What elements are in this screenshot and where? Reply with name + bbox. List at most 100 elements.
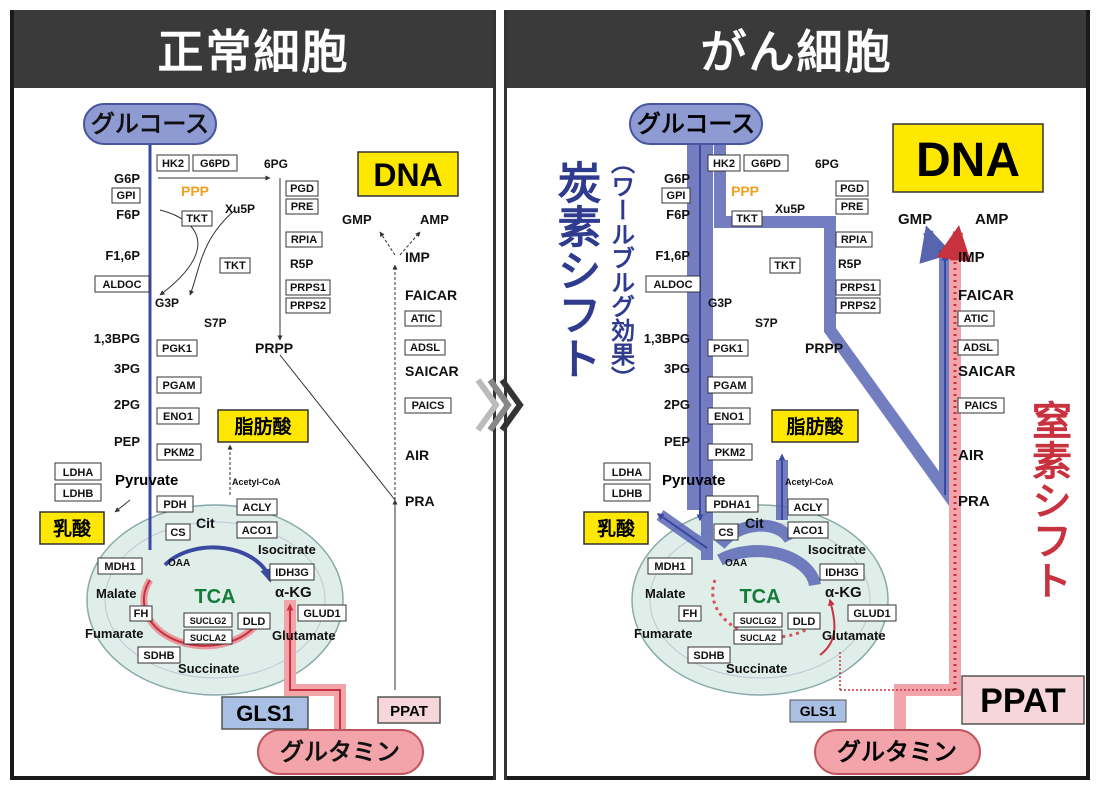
enzyme-pdh: PDH xyxy=(163,499,186,511)
bpg-label: 1,3BPG xyxy=(94,331,140,346)
glucose-node xyxy=(83,103,217,145)
enzyme-sdhb-cancer: SDHB xyxy=(693,650,724,662)
enzyme-pgam: PGAM xyxy=(163,380,196,392)
glutamine-label: グルタミン xyxy=(280,739,400,766)
enzyme-hk2-cancer: HK2 xyxy=(713,158,735,170)
succinate-label-cancer: Succinate xyxy=(726,661,787,676)
enzyme-g6pd-cancer: G6PD xyxy=(751,158,781,170)
pg3-label: 3PG xyxy=(114,361,140,376)
lactate-box-cancer xyxy=(583,511,649,545)
gmp-label-cancer: GMP xyxy=(898,211,932,228)
enzyme-pgk1-cancer: PGK1 xyxy=(713,343,743,355)
prpp-label-cancer: PRPP xyxy=(805,340,843,356)
amp-label-cancer: AMP xyxy=(975,211,1008,228)
warburg-effect-label: （ワールブルグ効果） xyxy=(607,150,635,390)
acetylcoa-label-cancer: Acetyl-CoA xyxy=(785,477,834,487)
enzyme-rpia: RPIA xyxy=(291,234,317,246)
ppp-label: PPP xyxy=(181,183,209,199)
pep-label-cancer: PEP xyxy=(664,434,690,449)
enzyme-cs-cancer: CS xyxy=(718,527,733,539)
enzyme-rpia-cancer: RPIA xyxy=(841,234,867,246)
enzyme-tkt-2: TKT xyxy=(224,260,246,272)
ppat-box-cancer xyxy=(961,675,1085,725)
f16p-label: F1,6P xyxy=(105,248,140,263)
s7p-label-cancer: S7P xyxy=(755,316,778,330)
enzyme-pkm2-cancer: PKM2 xyxy=(715,447,746,459)
dna-label-cancer: DNA xyxy=(916,134,1020,187)
transition-chevrons xyxy=(475,378,524,432)
imp-label: IMP xyxy=(405,249,430,265)
enzyme-g6pd: G6PD xyxy=(200,158,230,170)
carbon-shift-label: 炭素シフト xyxy=(551,160,602,380)
s7p-label: S7P xyxy=(204,316,227,330)
enzyme-suclg2: SUCLG2 xyxy=(190,616,227,626)
fatty-acid-label-cancer: 脂肪酸 xyxy=(786,415,844,438)
r5p-label: R5P xyxy=(290,257,313,271)
ppp-label-cancer: PPP xyxy=(731,183,759,199)
normal-cell-panel: グルコース グルタミン DNA 脂肪酸 乳酸 GLS1 PPAT TCA PPP… xyxy=(39,103,459,775)
enzyme-aco1-cancer: ACO1 xyxy=(793,525,824,537)
air-label: AIR xyxy=(405,447,429,463)
enzyme-fh-cancer: FH xyxy=(683,608,698,620)
enzyme-mdh1: MDH1 xyxy=(104,561,135,573)
g3p-label: G3P xyxy=(155,296,179,310)
gls1-box xyxy=(221,696,309,730)
bpg-label-cancer: 1,3BPG xyxy=(644,331,690,346)
enzyme-pgd: PGD xyxy=(290,183,314,195)
amp-label: AMP xyxy=(420,212,449,227)
tca-label-cancer: TCA xyxy=(739,586,780,608)
enzyme-pre-cancer: PRE xyxy=(841,201,864,213)
enzyme-tkt-2-cancer: TKT xyxy=(774,260,796,272)
gls1-box-cancer xyxy=(789,699,847,723)
pg2-label: 2PG xyxy=(114,397,140,412)
akg-label: α-KG xyxy=(275,584,312,601)
enzyme-dld-cancer: DLD xyxy=(793,616,816,628)
xu5p-label-cancer: Xu5P xyxy=(775,202,805,216)
enzyme-paics: PAICS xyxy=(412,400,445,412)
enzyme-glud1-cancer: GLUD1 xyxy=(853,608,890,620)
xu5p-label: Xu5P xyxy=(225,202,255,216)
enzyme-acly-cancer: ACLY xyxy=(794,502,824,514)
cancer-cell-header: がん細胞 xyxy=(507,10,1086,88)
enzyme-sucla2-cancer: SUCLA2 xyxy=(740,633,776,643)
enzyme-eno1: ENO1 xyxy=(163,411,193,423)
lactate-label-cancer: 乳酸 xyxy=(597,517,636,540)
g6p-label-cancer: G6P xyxy=(664,171,690,186)
cancer-cell-panel: グルコース グルタミン DNA 脂肪酸 乳酸 GLS1 PPAT TCA PPP… xyxy=(551,103,1085,775)
r5p-label-cancer: R5P xyxy=(838,257,861,271)
glutamate-label: Glutamate xyxy=(272,628,336,643)
succinate-label: Succinate xyxy=(178,661,239,676)
enzyme-acly: ACLY xyxy=(243,502,273,514)
saicar-label-cancer: SAICAR xyxy=(958,363,1016,380)
pg6-label: 6PG xyxy=(264,157,288,171)
tca-label: TCA xyxy=(194,586,235,608)
lactate-box xyxy=(39,511,105,545)
enzyme-pkm2: PKM2 xyxy=(164,447,195,459)
enzyme-ldha: LDHA xyxy=(63,467,94,479)
prpp-label: PRPP xyxy=(255,340,293,356)
fumarate-label: Fumarate xyxy=(85,626,144,641)
enzyme-atic-cancer: ATIC xyxy=(964,313,989,325)
glucose-node-cancer xyxy=(629,103,763,145)
fatty-acid-label: 脂肪酸 xyxy=(234,415,292,438)
glutamine-node xyxy=(257,729,424,775)
enzyme-sucla2: SUCLA2 xyxy=(190,633,226,643)
enzyme-cs: CS xyxy=(170,527,185,539)
oaa-label: OAA xyxy=(168,558,190,569)
ppat-label: PPAT xyxy=(390,703,428,720)
enzyme-tkt-1: TKT xyxy=(186,213,208,225)
glutamine-label-cancer: グルタミン xyxy=(837,739,957,766)
enzyme-ldhb: LDHB xyxy=(63,488,94,500)
enzyme-idh3g-cancer: IDH3G xyxy=(825,567,859,579)
tca-oxidative-arc xyxy=(163,545,274,583)
enzyme-prps2: PRPS2 xyxy=(290,300,326,312)
fatty-acid-box-cancer xyxy=(771,409,859,443)
faicar-label-cancer: FAICAR xyxy=(958,287,1014,304)
glutamine-node-cancer xyxy=(814,729,981,775)
enzyme-prps1-cancer: PRPS1 xyxy=(840,282,876,294)
isocitrate-label: Isocitrate xyxy=(258,542,316,557)
enzyme-fh: FH xyxy=(134,608,149,620)
enzyme-sdhb: SDHB xyxy=(143,650,174,662)
ppat-label-cancer: PPAT xyxy=(980,682,1066,720)
